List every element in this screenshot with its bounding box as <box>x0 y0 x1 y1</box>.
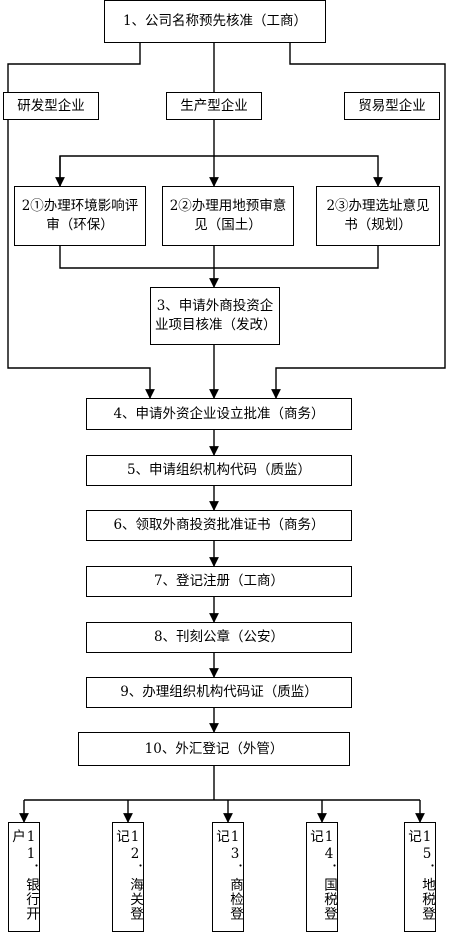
step15-local-tax-registration: 15．地税登记 <box>404 822 436 932</box>
step2c-site-selection: 2③办理选址意见书（规划） <box>316 186 440 246</box>
step1-label: 1、公司名称预先核准（工商） <box>122 13 308 29</box>
step6-approval-certificate: 6、领取外商投资批准证书（商务） <box>86 510 352 541</box>
type-rd-enterprise: 研发型企业 <box>3 92 99 120</box>
step10-forex-registration: 10、外汇登记（外管） <box>78 732 350 766</box>
step8-seal-carving: 8、刊刻公章（公安） <box>86 622 352 653</box>
step7-registration: 7、登记注册（工商） <box>86 566 352 597</box>
step4-establishment-approval: 4、申请外资企业设立批准（商务） <box>86 398 352 430</box>
step2b-land-use: 2②办理用地预审意见（国土） <box>162 186 294 246</box>
step9-org-code-certificate: 9、办理组织机构代码证（质监） <box>86 677 352 708</box>
step13-inspection-registration: 13．商检登记 <box>212 822 244 932</box>
step3-project-approval: 3、申请外商投资企业项目核准（发改） <box>150 287 280 345</box>
step14-national-tax-registration: 14．国税登记 <box>306 822 338 932</box>
type-production-enterprise: 生产型企业 <box>166 92 262 120</box>
step12-customs-registration: 12．海关登记 <box>112 822 144 932</box>
step5-org-code: 5、申请组织机构代码（质监） <box>86 455 352 486</box>
type-trade-enterprise: 贸易型企业 <box>344 92 440 120</box>
step2a-environment: 2①办理环境影响评审（环保） <box>14 186 146 246</box>
step11-bank-account: 11．银行开户 <box>8 822 40 932</box>
step1-name-approval: 1、公司名称预先核准（工商） <box>104 0 326 43</box>
